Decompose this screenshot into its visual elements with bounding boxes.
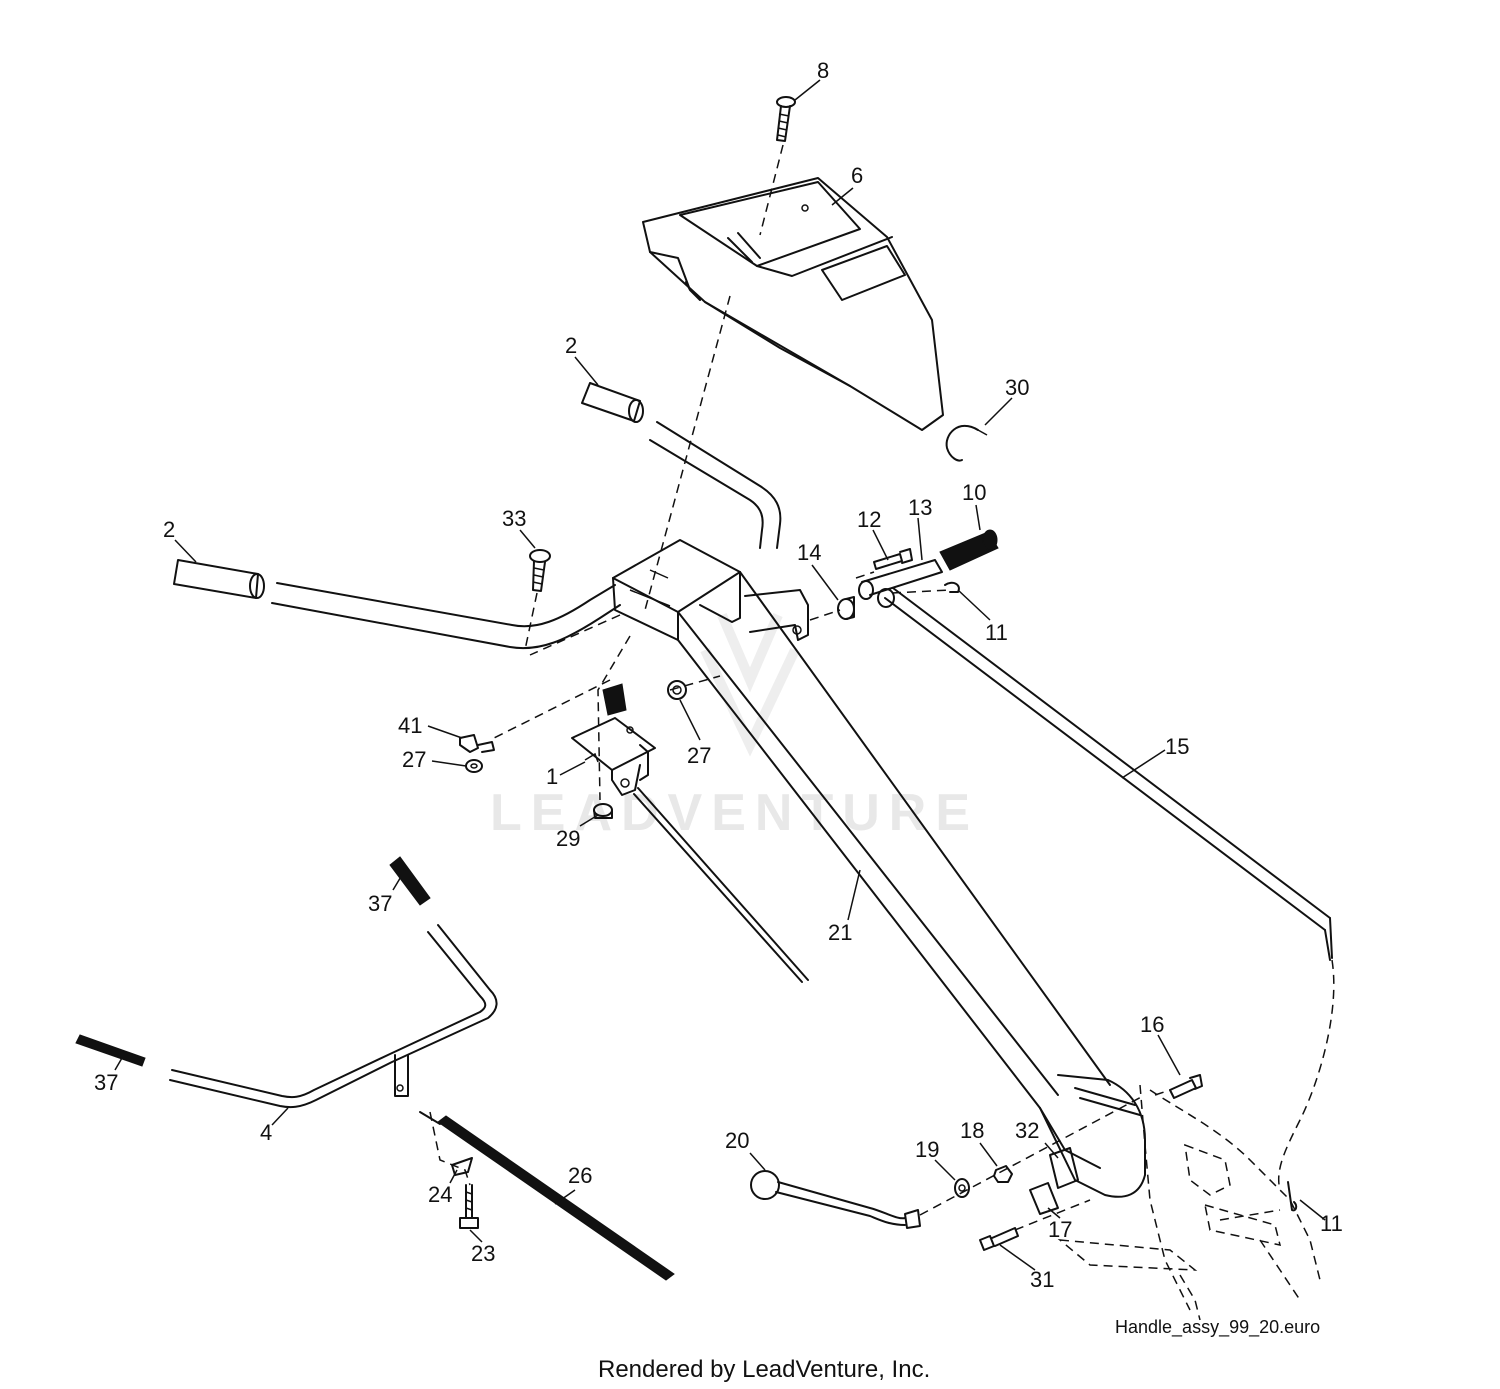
part-33-carriage-bolt bbox=[529, 549, 551, 592]
callout-24: 24 bbox=[428, 1182, 452, 1207]
part-6-control-panel bbox=[642, 177, 944, 431]
part-17-block bbox=[1029, 1182, 1059, 1215]
part-16-bolt bbox=[1169, 1074, 1203, 1099]
callout-20: 20 bbox=[725, 1128, 749, 1153]
callout-23: 23 bbox=[471, 1241, 495, 1266]
callout-14: 14 bbox=[797, 540, 821, 565]
callout-19: 19 bbox=[915, 1137, 939, 1162]
callout-18: 18 bbox=[960, 1118, 984, 1143]
callout-16: 16 bbox=[1140, 1012, 1164, 1037]
part-14-bushing bbox=[837, 596, 855, 620]
diagram-file-label: Handle_assy_99_20.euro bbox=[1115, 1317, 1320, 1338]
callout-27-left: 27 bbox=[402, 747, 426, 772]
part-29-spacer bbox=[593, 803, 613, 819]
leadventure-watermark: LEADVENTURE bbox=[490, 613, 979, 842]
footer-credit: Rendered by LeadVenture, Inc. bbox=[598, 1356, 930, 1383]
callout-32: 32 bbox=[1015, 1118, 1039, 1143]
upper-handle-bar bbox=[649, 421, 782, 549]
part-1-control-lever-bracket bbox=[571, 683, 656, 796]
lower-handle-bar bbox=[271, 582, 621, 650]
watermark-text: LEADVENTURE bbox=[490, 784, 979, 842]
callout-11-upper: 11 bbox=[985, 620, 1008, 645]
part-23-bolt bbox=[459, 1184, 479, 1229]
part-2-lower-grip bbox=[173, 559, 265, 599]
part-8-screw bbox=[776, 96, 796, 142]
tiller-frame-reference bbox=[1057, 1084, 1321, 1321]
callout-33: 33 bbox=[502, 506, 526, 531]
callout-11-lower: 11 bbox=[1320, 1211, 1343, 1236]
part-2-upper-grip bbox=[581, 382, 644, 423]
part-30-clip bbox=[945, 424, 988, 462]
part-27-nut-right bbox=[667, 680, 687, 700]
callout-41: 41 bbox=[398, 713, 422, 738]
part-27-nut-left bbox=[465, 759, 483, 773]
callout-17: 17 bbox=[1048, 1217, 1072, 1242]
part-24-cable-clamp bbox=[451, 1157, 473, 1176]
assembly-lines bbox=[429, 144, 1335, 1231]
callout-12: 12 bbox=[857, 507, 881, 532]
callout-31: 31 bbox=[1030, 1267, 1054, 1292]
part-37-grip-upper bbox=[389, 856, 431, 906]
callout-26: 26 bbox=[568, 1163, 592, 1188]
part-12-bolt bbox=[873, 548, 913, 570]
callout-37-upper: 37 bbox=[368, 891, 392, 916]
callout-15: 15 bbox=[1165, 734, 1189, 759]
callout-21: 21 bbox=[828, 920, 852, 945]
watermark-logo-mark bbox=[700, 613, 800, 757]
part-13-shift-lever bbox=[858, 559, 943, 608]
control-rod bbox=[633, 787, 809, 983]
callout-2-lower: 2 bbox=[163, 517, 175, 542]
part-11-hairpin-lower bbox=[1287, 1181, 1298, 1212]
callout-30: 30 bbox=[1005, 375, 1029, 400]
part-26-control-cable bbox=[419, 1111, 675, 1281]
callout-13: 13 bbox=[908, 495, 932, 520]
callout-1: 1 bbox=[546, 764, 558, 789]
callout-4: 4 bbox=[260, 1120, 272, 1145]
part-37-grip-lower bbox=[75, 1034, 146, 1067]
part-31-bolt bbox=[979, 1227, 1019, 1251]
callout-10: 10 bbox=[962, 480, 986, 505]
part-20-lever bbox=[750, 1170, 921, 1229]
callouts: 8 6 2 30 2 33 12 13 10 14 11 41 27 27 1 … bbox=[94, 58, 1343, 1292]
callout-29: 29 bbox=[556, 826, 580, 851]
part-4-operator-handle bbox=[169, 924, 498, 1109]
leader-lines bbox=[114, 79, 1326, 1271]
part-41-cable-clip bbox=[459, 734, 495, 753]
callout-8: 8 bbox=[817, 58, 829, 83]
part-11-hairpin-upper bbox=[944, 581, 960, 593]
part-10-knob bbox=[939, 529, 999, 571]
callout-27-right: 27 bbox=[687, 743, 711, 768]
part-18-nut bbox=[993, 1165, 1013, 1183]
part-19-washer bbox=[954, 1178, 970, 1198]
part-15-shift-rod bbox=[884, 587, 1333, 961]
callout-6: 6 bbox=[851, 163, 863, 188]
part-32-key bbox=[1049, 1147, 1079, 1189]
callout-2-upper: 2 bbox=[565, 333, 577, 358]
callout-37-lower: 37 bbox=[94, 1070, 118, 1095]
